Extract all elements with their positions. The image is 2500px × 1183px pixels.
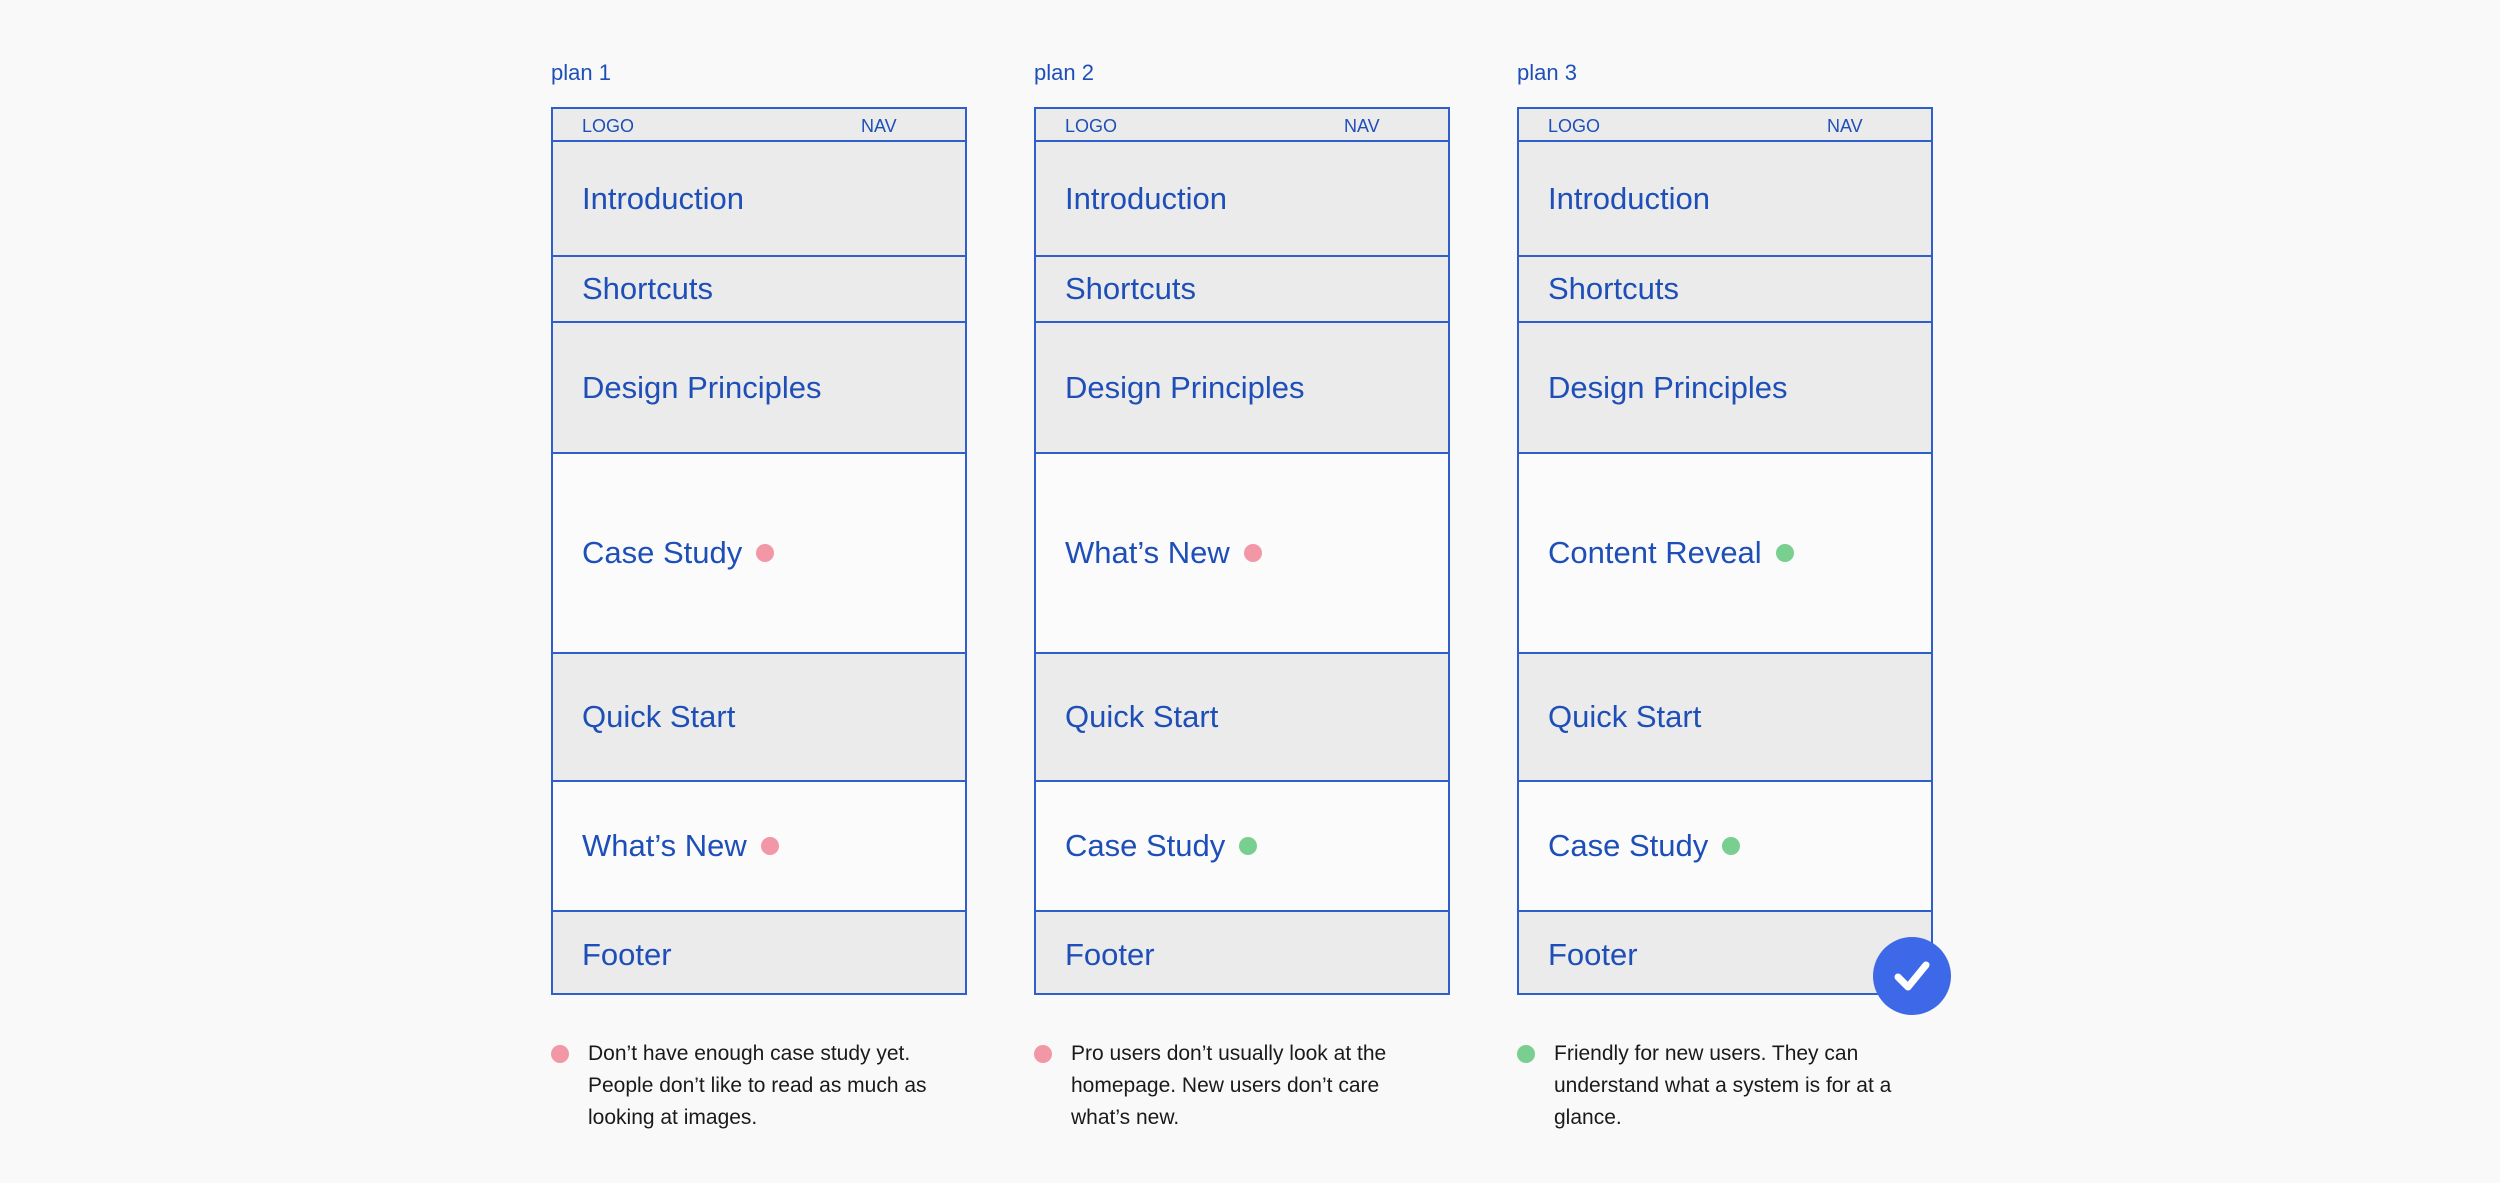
- section-shortcuts: Shortcuts: [553, 257, 965, 323]
- section-case-study: Case Study: [1519, 782, 1931, 912]
- header-nav-label: NAV: [1827, 116, 1863, 136]
- section-what-s-new: What’s New: [1036, 454, 1448, 654]
- section-what-s-new: What’s New: [553, 782, 965, 912]
- section-label: Content Reveal: [1548, 535, 1762, 570]
- header-nav-label: NAV: [1344, 116, 1380, 136]
- section-label: Case Study: [1065, 828, 1226, 863]
- section-label: Footer: [582, 936, 672, 972]
- section-label: Footer: [1548, 936, 1638, 972]
- section-case-study: Case Study: [1036, 782, 1448, 912]
- wireframe-header: LOGO NAV: [1519, 109, 1931, 142]
- plan-2-note-text: Pro users don’t usually look at the home…: [1071, 1042, 1387, 1129]
- section-label: Design Principles: [1065, 369, 1305, 405]
- section-label: Shortcuts: [1065, 271, 1196, 306]
- section-label: Shortcuts: [582, 271, 713, 306]
- plan-3-note-green-dot: [1517, 1045, 1535, 1063]
- selected-plan-badge: [1873, 937, 1951, 1015]
- header-logo-label: LOGO: [582, 116, 635, 136]
- plan-3-title: plan 3: [1517, 60, 1577, 85]
- section-label: Introduction: [1065, 180, 1227, 216]
- section-label: Introduction: [1548, 180, 1710, 216]
- section-introduction: Introduction: [1519, 142, 1931, 257]
- plan-3-note-text: Friendly for new users. They can underst…: [1554, 1042, 1892, 1129]
- header-logo-label: LOGO: [1065, 116, 1118, 136]
- section-label: Introduction: [582, 180, 744, 216]
- section-design-principles: Design Principles: [553, 323, 965, 454]
- section-quick-start: Quick Start: [1036, 654, 1448, 782]
- section-label: Quick Start: [1548, 699, 1702, 734]
- section-label: Quick Start: [1065, 699, 1219, 734]
- section-content-reveal: Content Reveal: [1519, 454, 1931, 654]
- section-footer: Footer: [553, 912, 965, 993]
- section-footer: Footer: [1036, 912, 1448, 993]
- section-label: Shortcuts: [1548, 271, 1679, 306]
- section-quick-start: Quick Start: [1519, 654, 1931, 782]
- section-introduction: Introduction: [553, 142, 965, 257]
- header-logo-label: LOGO: [1548, 116, 1601, 136]
- green-dot-marker: [1239, 837, 1258, 855]
- pink-dot-marker: [1243, 544, 1262, 562]
- plan-2-note-pink-dot: [1034, 1045, 1052, 1063]
- plan-2-title: plan 2: [1034, 60, 1094, 85]
- section-shortcuts: Shortcuts: [1519, 257, 1931, 323]
- section-label: Footer: [1065, 936, 1155, 972]
- header-nav-label: NAV: [861, 116, 897, 136]
- section-footer: Footer: [1519, 912, 1931, 993]
- section-label: Case Study: [1548, 828, 1709, 863]
- green-dot-marker: [1775, 544, 1794, 562]
- section-label: What’s New: [582, 828, 747, 863]
- section-label: What’s New: [1065, 535, 1230, 570]
- wireframe-header: LOGO NAV: [1036, 109, 1448, 142]
- section-case-study: Case Study: [553, 454, 965, 654]
- section-label: Case Study: [582, 535, 743, 570]
- pink-dot-marker: [756, 544, 775, 562]
- section-shortcuts: Shortcuts: [1036, 257, 1448, 323]
- pink-dot-marker: [760, 837, 779, 855]
- section-design-principles: Design Principles: [1036, 323, 1448, 454]
- green-dot-marker: [1722, 837, 1741, 855]
- section-label: Quick Start: [582, 699, 736, 734]
- plan-1-title: plan 1: [551, 60, 611, 85]
- section-quick-start: Quick Start: [553, 654, 965, 782]
- section-label: Design Principles: [1548, 369, 1788, 405]
- checkmark-icon: [1894, 961, 1930, 991]
- wireframe-header: LOGO NAV: [553, 109, 965, 142]
- plan-1-note-text: Don’t have enough case study yet. People…: [588, 1042, 927, 1129]
- section-design-principles: Design Principles: [1519, 323, 1931, 454]
- plan-1-note-pink-dot: [551, 1045, 569, 1063]
- section-introduction: Introduction: [1036, 142, 1448, 257]
- section-label: Design Principles: [582, 369, 822, 405]
